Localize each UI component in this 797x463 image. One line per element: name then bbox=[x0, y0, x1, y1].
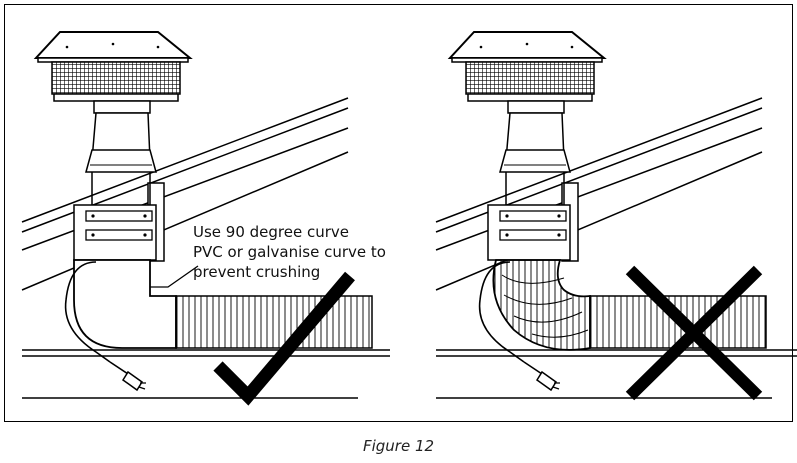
annotation-text: Use 90 degree curve PVC or galvanise cur… bbox=[193, 222, 393, 282]
annotation-leader bbox=[150, 265, 199, 288]
left-panel bbox=[21, 31, 391, 406]
figure-caption: Figure 12 bbox=[362, 437, 435, 455]
right-panel bbox=[435, 31, 797, 401]
power-cable-right bbox=[478, 261, 525, 363]
flexible-duct-left bbox=[175, 295, 373, 349]
installation-diagram bbox=[21, 31, 797, 406]
duct-stem-right bbox=[487, 112, 579, 262]
check-mark-icon bbox=[213, 271, 355, 406]
rooftop-fan-right bbox=[449, 31, 605, 114]
rigid-90-degree-elbow bbox=[73, 259, 177, 349]
power-cable-left bbox=[64, 261, 111, 363]
cross-mark-icon bbox=[625, 265, 763, 401]
figure-frame bbox=[4, 4, 793, 422]
annotation-line-2: PVC or galvanise curve to bbox=[193, 243, 386, 261]
duct-stem-left bbox=[73, 112, 165, 262]
annotation-line-3: prevent crushing bbox=[193, 263, 321, 281]
rooftop-fan-left bbox=[35, 31, 191, 114]
annotation-line-1: Use 90 degree curve bbox=[193, 223, 350, 241]
power-plug-icon bbox=[121, 370, 144, 392]
